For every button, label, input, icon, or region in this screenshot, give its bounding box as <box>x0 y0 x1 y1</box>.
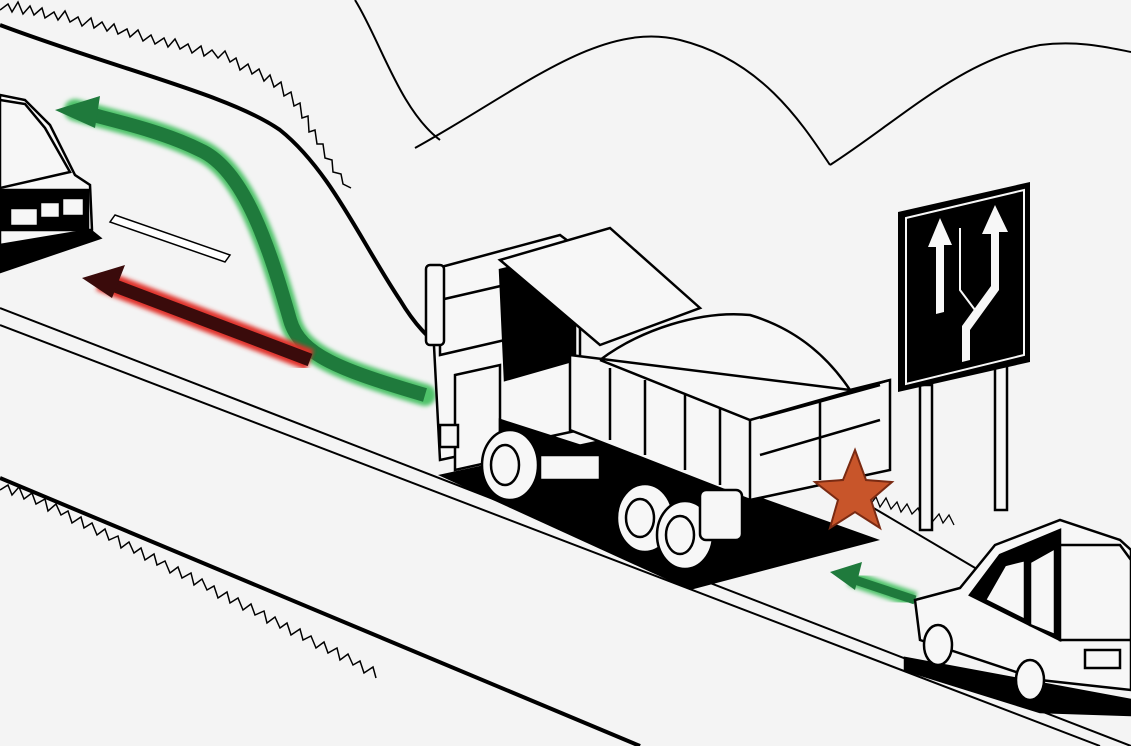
small-arrow-green <box>830 562 918 608</box>
lane-direction-sign <box>898 182 1030 532</box>
car-oncoming <box>0 93 103 274</box>
dump-truck <box>424 226 892 571</box>
shoulder-grass <box>869 495 955 526</box>
impact-star-marker <box>812 447 895 531</box>
car-behind <box>903 518 1131 717</box>
upper-road-edge <box>0 0 441 347</box>
hills <box>354 0 1131 166</box>
lower-road-edge <box>0 476 641 746</box>
sign-arrow-left <box>928 218 952 314</box>
straight-arrow-red <box>82 265 314 371</box>
lane-dash <box>108 214 232 263</box>
overtake-arrow-green <box>55 96 436 406</box>
sign-arrow-right <box>959 205 1008 362</box>
